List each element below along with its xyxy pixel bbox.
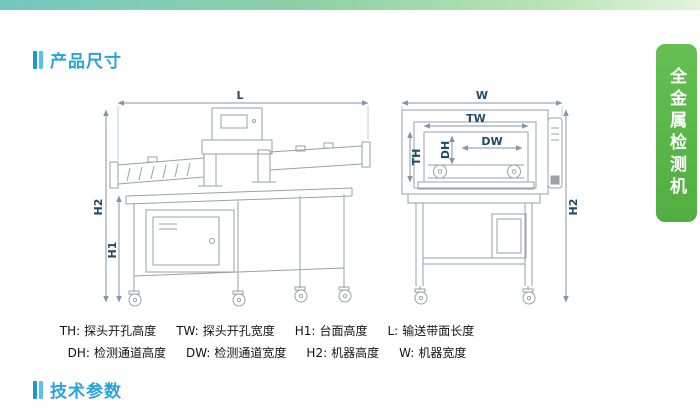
legend-row-2: DH:检测通道高度 DW:检测通道宽度 H2:机器高度 W:机器宽度 — [14, 343, 520, 364]
dim-label-TW: TW — [466, 112, 486, 125]
dim-label-DH: DH — [439, 141, 452, 159]
legend-item-dw: DW:检测通道宽度 — [185, 346, 287, 360]
section-title-technical-parameters: 技术参数 — [50, 382, 122, 402]
side-tab-label: 全金属检测机 — [666, 67, 686, 199]
dim-label-W: W — [476, 89, 488, 102]
section-marker-icon — [33, 50, 43, 69]
side-tab-product-name: 全金属检测机 — [656, 44, 697, 222]
dim-label-H1: H1 — [106, 242, 119, 259]
legend-item-tw: TW:探头开孔宽度 — [176, 324, 275, 338]
legend-item-h1: H1:台面高度 — [294, 324, 368, 338]
top-gradient-bar — [0, 0, 700, 10]
section-header-technical-parameters: 技术参数 — [33, 377, 122, 402]
left-machine-drawing — [109, 107, 371, 307]
legend-item-h2: H2:机器高度 — [306, 346, 380, 360]
dimension-lines — [103, 100, 569, 303]
legend-item-dh: DH:检测通道高度 — [67, 346, 166, 360]
legend-row-1: TH:探头开孔高度 TW:探头开孔宽度 H1:台面高度 L:输送带面长度 — [14, 321, 520, 342]
section-title-product-dimensions: 产品尺寸 — [50, 52, 122, 72]
right-machine-drawing — [401, 109, 563, 305]
section-header-product-dimensions: 产品尺寸 — [33, 47, 122, 72]
legend-item-w: W:机器宽度 — [399, 346, 467, 360]
dim-label-TH: TH — [410, 149, 423, 166]
dim-label-DW: DW — [481, 135, 502, 148]
dim-label-L: L — [236, 89, 243, 102]
legend-item-th: TH:探头开孔高度 — [59, 324, 157, 338]
legend-item-l: L:输送带面长度 — [387, 324, 475, 338]
section-marker-icon — [33, 380, 43, 399]
dimension-labels: L W TW TH DH DW H1 H2 H2 — [92, 89, 580, 258]
dim-label-H2-left: H2 — [92, 199, 105, 216]
dim-label-H2-right: H2 — [567, 199, 580, 216]
dimension-legend: TH:探头开孔高度 TW:探头开孔宽度 H1:台面高度 L:输送带面长度 DH:… — [14, 321, 520, 364]
extension-lines — [117, 106, 563, 160]
